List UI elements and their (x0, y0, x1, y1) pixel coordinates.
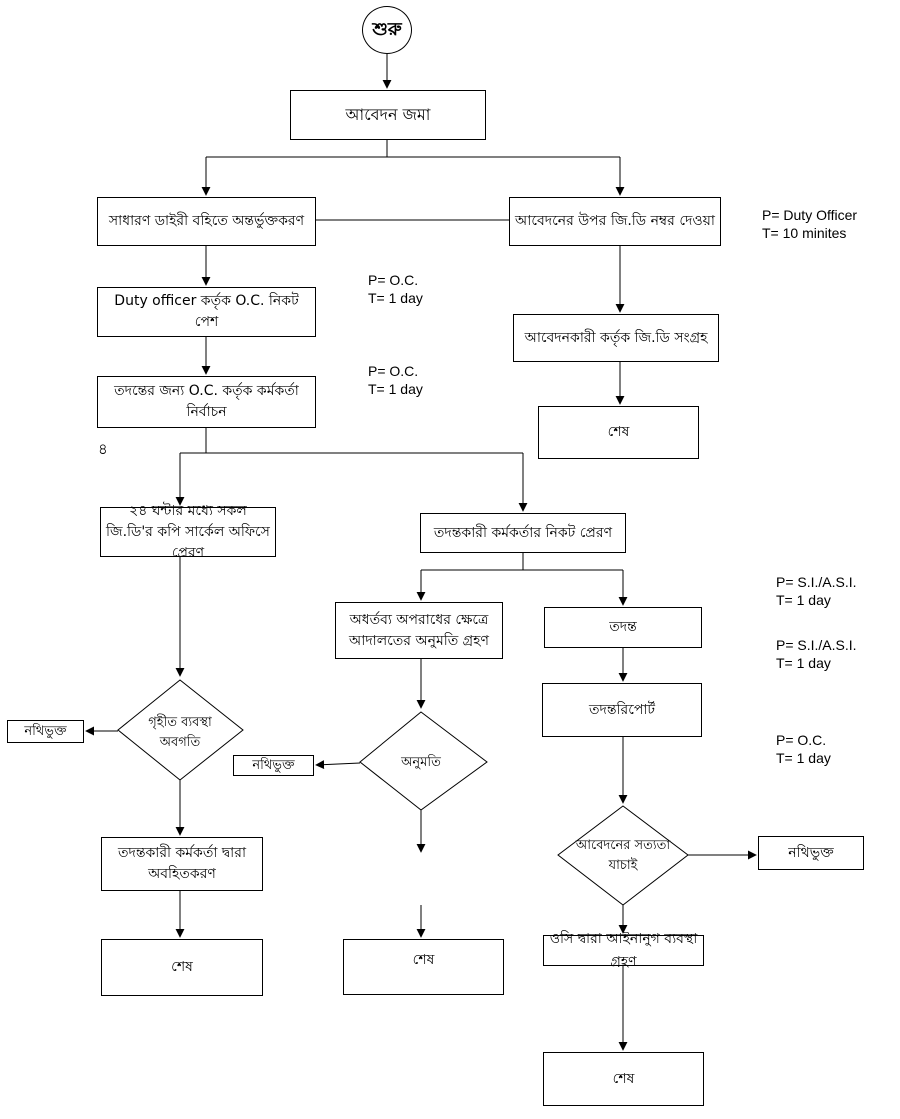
end-box-4: শেষ (543, 1052, 704, 1106)
court-permission-box: অধর্তব্য অপরাধের ক্ষেত্রে আদালতের অনুমতি… (335, 602, 503, 659)
start-node: শুরু (362, 6, 412, 54)
submit-application-box: আবেদন জমা (290, 90, 486, 140)
note-oc-1: P= O.C.T= 1 day (368, 272, 423, 306)
note-si-asi-2: P= S.I./A.S.I.T= 1 day (776, 637, 857, 671)
note-oc-2: P= O.C.T= 1 day (368, 363, 423, 397)
end-box-1: শেষ (538, 406, 699, 459)
gd-number-box: আবেদনের উপর জি.ডি নম্বর দেওয়া (509, 197, 721, 246)
copy-circle-office-box: ২৪ ঘন্টার মধ্যে সকল জি.ডি'র কপি সার্কেল … (100, 503, 276, 561)
send-investigator-box: তদন্তকারী কর্মকর্তার নিকট প্রেরণ (420, 513, 626, 553)
decision-diamond-verify (557, 805, 689, 906)
general-diary-box: সাধারণ ডাইরী বহিতে অন্তর্ভুক্তকরণ (97, 197, 316, 246)
applicant-collect-box: আবেদনকারী কর্তৃক জি.ডি সংগ্রহ (513, 314, 719, 362)
decision-diamond-action-taken (117, 679, 244, 781)
action-taken-label: গৃহীত ব্যবস্থা অবগতি (148, 715, 212, 750)
decision-diamond-permission (359, 711, 488, 811)
end-box-2: শেষ (101, 939, 263, 996)
legal-action-box: ওসি দ্বারা আইনানুগ ব্যবস্থা গ্রহণ (543, 931, 704, 970)
inform-box: তদন্তকারী কর্মকর্তা দ্বারা অবহিতকরণ (101, 837, 263, 891)
select-officer-box: তদন্তের জন্য O.C. কর্তৃক কর্মকর্তা নির্ব… (97, 376, 316, 428)
end-box-3: শেষ (343, 939, 504, 995)
note-oc-3: P= O.C.T= 1 day (776, 732, 831, 766)
investigation-box: তদন্ত (544, 607, 702, 648)
permission-label: অনুমতি (401, 755, 441, 770)
verify-label: আবেদনের সত্যতা যাচাই (575, 838, 671, 873)
duty-officer-oc-box: Duty officer কর্তৃক O.C. নিকট পেশ (97, 287, 316, 337)
filed-box-2: নথিভুক্ত (233, 755, 314, 776)
filed-box-3: নথিভুক্ত (758, 836, 864, 870)
filed-box-1: নথিভুক্ত (7, 720, 84, 743)
note-si-asi-1: P= S.I./A.S.I.T= 1 day (776, 574, 857, 608)
number-label: ৪ (98, 440, 108, 458)
investigation-report-box: তদন্তরিপোর্ট (542, 683, 702, 737)
